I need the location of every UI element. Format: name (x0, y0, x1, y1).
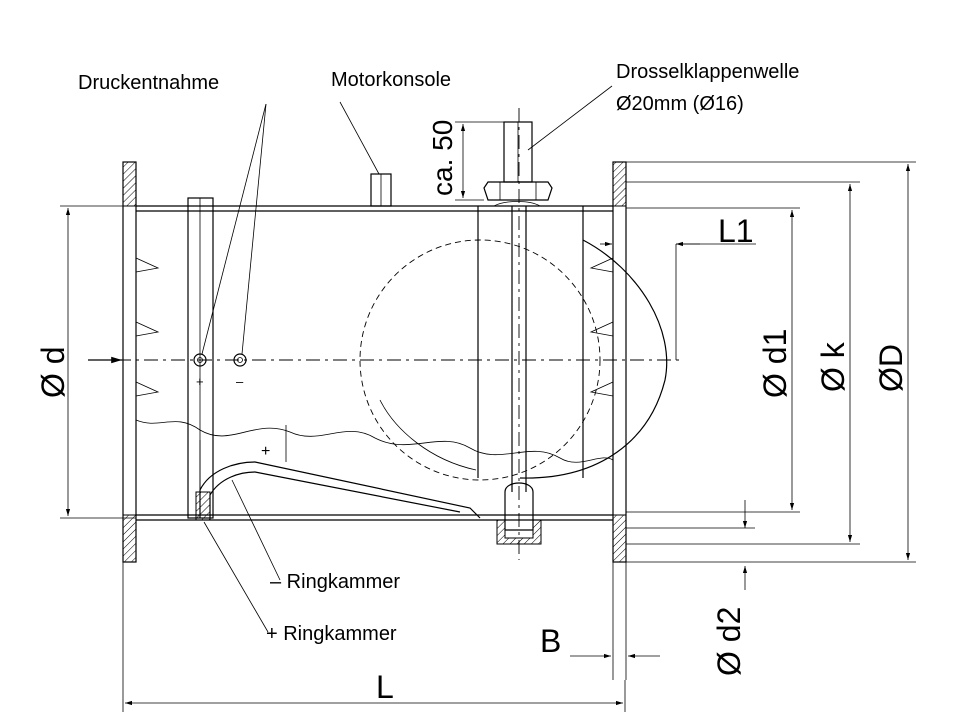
dimension-lines (60, 121, 916, 712)
damper-disc (359, 239, 668, 481)
dim-d2: Ø d2 (711, 607, 747, 676)
left-flange (122, 161, 190, 563)
dim-ca50: ca. 50 (427, 120, 458, 196)
flow-fins (135, 257, 614, 397)
label-minus-ring-chamber: – Ringkammer (270, 571, 400, 593)
ring-chambers (195, 425, 481, 521)
dim-L1: L1 (718, 213, 754, 249)
pressure-taps (193, 353, 247, 367)
label-shaft-line1: Drosselklappenwelle (616, 61, 799, 83)
dim-D: ØD (873, 344, 909, 392)
label-plus-ring-chamber: + Ringkammer (266, 623, 397, 645)
right-flange (612, 161, 627, 563)
label-motor-bracket: Motorkonsole (331, 69, 451, 91)
label-pressure-tap: Druckentnahme (78, 72, 219, 94)
dim-d1: Ø d1 (757, 329, 793, 398)
housing (135, 197, 614, 521)
plus-sign: + (196, 374, 204, 389)
dim-B: B (540, 623, 561, 659)
label-shaft-line2: Ø20mm (Ø16) (616, 93, 744, 115)
damper-shaft (483, 121, 553, 545)
dim-L: L (376, 669, 394, 705)
minus-sign: – (236, 374, 244, 389)
dim-k: Ø k (815, 341, 851, 392)
dim-d: Ø d (35, 346, 71, 398)
plus-sign-chamber: + (261, 443, 270, 460)
leader-lines (201, 85, 613, 633)
motor-bracket (370, 173, 392, 207)
